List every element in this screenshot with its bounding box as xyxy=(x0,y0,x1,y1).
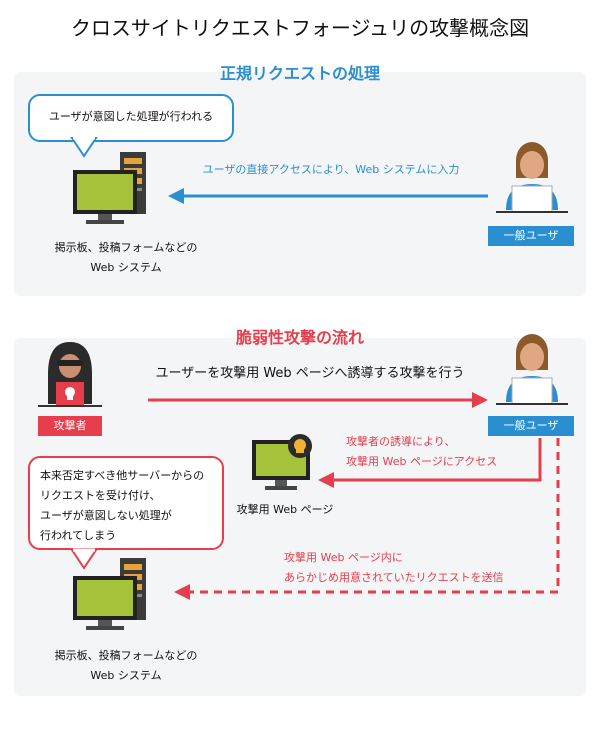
unintended-bubble-line-3: ユーザが意図しない処理が xyxy=(40,509,172,522)
forged-request-arrow xyxy=(174,438,560,600)
access-attack-page-arrow xyxy=(318,438,542,488)
attack-section-title: 脆弱性攻撃の流れ xyxy=(235,328,364,347)
attack-system-label-2: Web システム xyxy=(90,669,162,682)
unintended-bubble-line-2: リクエストを受け付け、 xyxy=(40,489,161,502)
normal-user-label: 一般ユーザ xyxy=(488,226,574,246)
attack-page-icon xyxy=(252,434,312,490)
forged-request-label-1: 攻撃用 Web ページ内に xyxy=(284,551,403,564)
unintended-bubble-tail xyxy=(70,548,98,570)
diagram-title: クロスサイトリクエストフォージュリの攻撃概念図 xyxy=(70,16,530,40)
unintended-result-bubble: 本来否定すべき他サーバーからの リクエストを受け付け、 ユーザが意図しない処理が… xyxy=(28,456,224,550)
attacker-label: 攻撃者 xyxy=(38,416,102,436)
normal-system-label-1: 掲示板、投稿フォームなどの xyxy=(54,241,198,254)
normal-section-title: 正規リクエストの処理 xyxy=(219,64,380,83)
unintended-bubble-line-1: 本来否定すべき他サーバーからの xyxy=(40,469,205,482)
victim-user-label: 一般ユーザ xyxy=(488,416,574,436)
attack-page-label: 攻撃用 Web ページ xyxy=(236,503,334,516)
normal-bubble-tail xyxy=(70,136,98,158)
target-web-system-icon xyxy=(73,558,146,630)
normal-result-bubble: ユーザが意図した処理が行われる xyxy=(28,94,234,142)
victim-user-icon xyxy=(496,334,568,405)
normal-arrow-label: ユーザの直接アクセスにより、Web システムに入力 xyxy=(202,163,460,176)
unintended-bubble-line-4: 行われてしまう xyxy=(40,529,117,542)
forged-request-label-2: あらかじめ用意されていたリクエストを送信 xyxy=(284,571,504,584)
lure-access-label-2: 攻撃用 Web ページにアクセス xyxy=(346,455,498,468)
web-system-icon xyxy=(73,152,146,224)
attack-lure-arrow xyxy=(148,392,488,408)
normal-request-arrow xyxy=(168,188,488,204)
attack-system-label-1: 掲示板、投稿フォームなどの xyxy=(54,649,198,662)
normal-system-label-2: Web システム xyxy=(90,261,162,274)
attack-lure-label: ユーザーを攻撃用 Web ページへ誘導する攻撃を行う xyxy=(155,366,465,381)
lure-access-label-1: 攻撃者の誘導により、 xyxy=(346,435,456,448)
attacker-icon xyxy=(38,342,102,407)
general-user-icon xyxy=(496,142,568,213)
normal-result-bubble-text: ユーザが意図した処理が行われる xyxy=(48,110,214,123)
